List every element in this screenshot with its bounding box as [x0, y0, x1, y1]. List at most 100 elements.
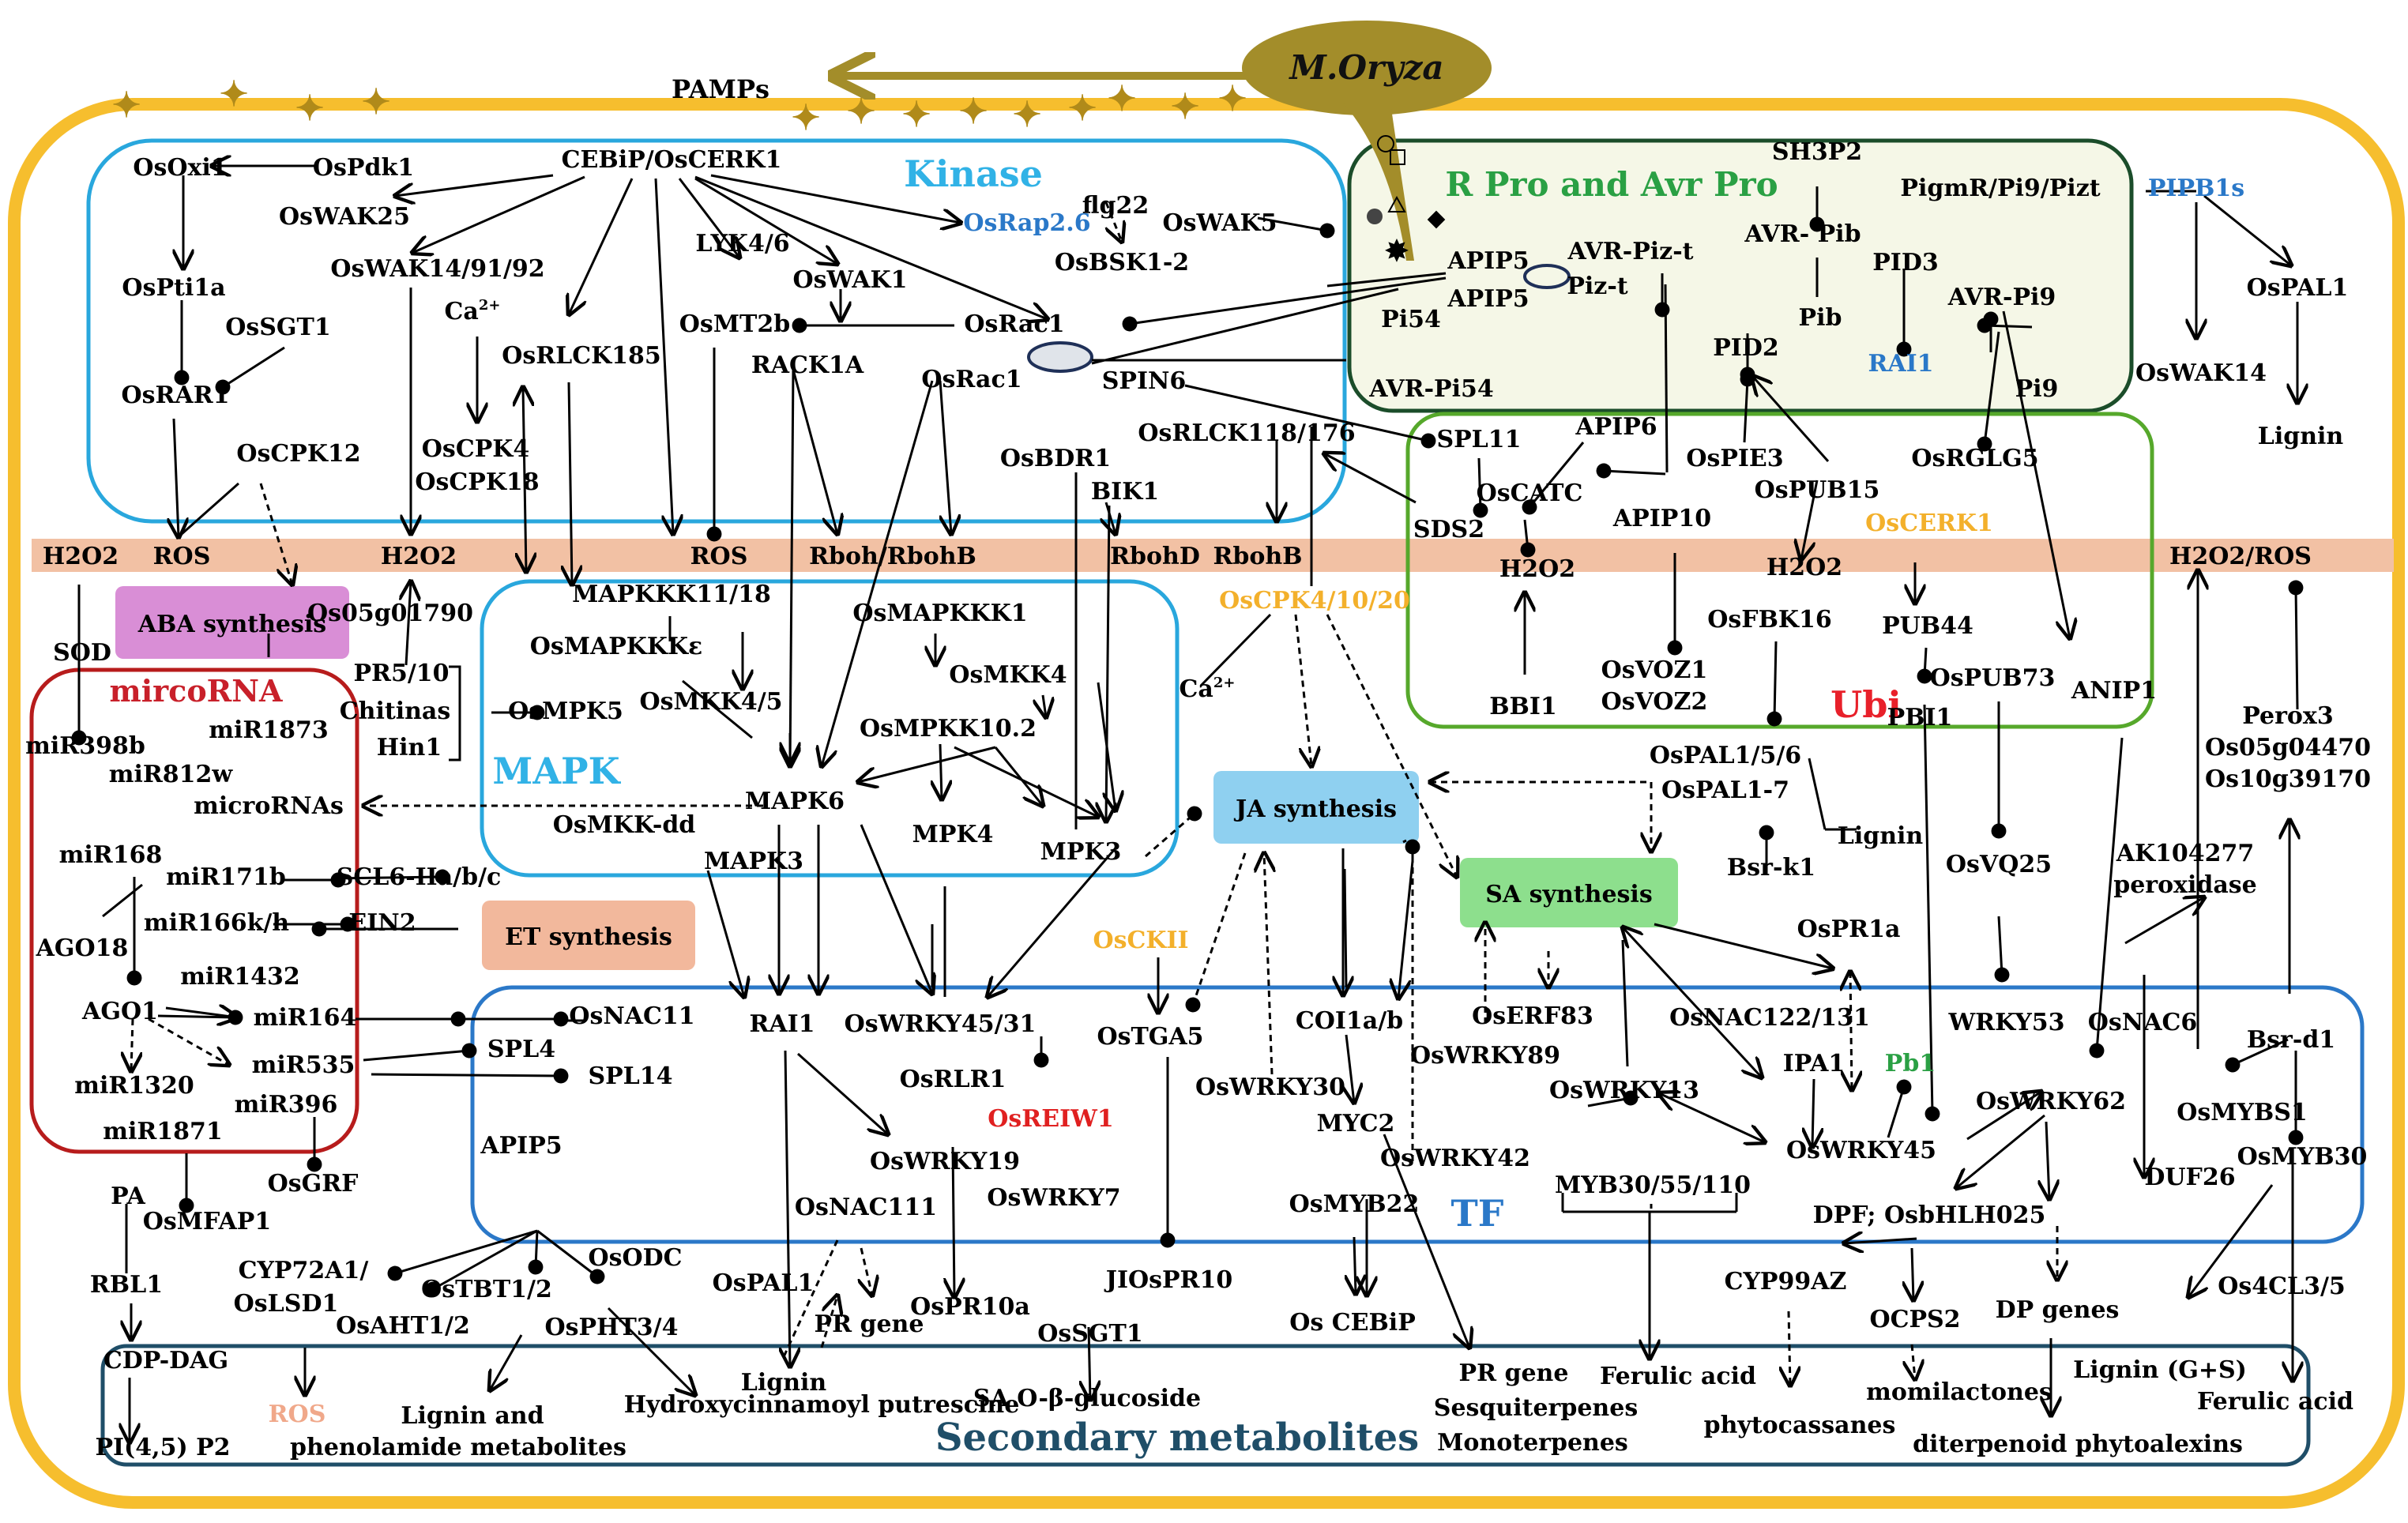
node-cyp72a1: CYP72A1/: [239, 1257, 369, 1284]
node-sa-glu: SA O-β-glucoside: [973, 1385, 1201, 1412]
node-osmapkkke: OsMAPKKKε: [530, 633, 703, 660]
svg-text:✦: ✦: [1171, 87, 1200, 127]
et-synthesis-label: ET synthesis: [505, 923, 672, 951]
node-osrlr1: OsRLR1: [900, 1066, 1006, 1093]
mapk-title: MAPK: [492, 750, 621, 792]
node-pipb1s: PIPB1s: [2148, 175, 2244, 202]
node-ostbt12: OsTBT1/2: [421, 1276, 552, 1303]
node-perox3: Perox3: [2242, 702, 2333, 730]
node-oslsd1: OsLSD1: [234, 1290, 339, 1318]
node-sod: SOD: [53, 639, 111, 667]
node-scl6: SCL6-IIa/b/c: [337, 863, 502, 891]
node-ospht34: OsPHT3/4: [545, 1314, 679, 1341]
node-pa: PA: [111, 1183, 145, 1210]
node-osmkkdd: OsMKK-dd: [553, 811, 696, 839]
node-cyp99az: CYP99AZ: [1725, 1268, 1847, 1295]
node-rack1a: RACK1A: [751, 352, 864, 379]
rpro-region: [1347, 138, 2134, 413]
node-ak104277: AK104277: [2116, 840, 2255, 867]
node-pi45p2: PI(4,5) P2: [95, 1434, 230, 1461]
node-spl11: SPL11: [1436, 426, 1521, 453]
node-bsrd1: Bsr-d1: [2247, 1026, 2335, 1054]
svg-text:✦: ✦: [959, 92, 988, 132]
svg-text:✦: ✦: [295, 88, 325, 129]
membrane-h2o2-left: H2O2: [43, 543, 119, 570]
node-oscpk4-10-20: OsCPK4/10/20: [1219, 587, 1410, 615]
node-os05g04470: Os05g04470: [2205, 734, 2371, 762]
node-rai1: RAI1: [749, 1010, 815, 1038]
ubi-region: [1405, 412, 2154, 729]
node-ein2: EIN2: [348, 909, 416, 937]
node-ca-mid: Ca2+: [1180, 675, 1236, 703]
node-jiospr10: JIOsPR10: [1104, 1266, 1233, 1294]
node-ipa1: IPA1: [1783, 1050, 1846, 1077]
node-pbi1: PBI1: [1887, 704, 1953, 731]
node-osrar1: OsRAR1: [121, 382, 229, 409]
node-mono: Monoterpenes: [1437, 1429, 1628, 1457]
node-oswrky13: OsWRKY13: [1549, 1077, 1699, 1104]
node-osrap: OsRap2.6: [963, 209, 1090, 237]
node-osrglg5: OsRGLG5: [1911, 445, 2038, 472]
membrane-ros-1: ROS: [153, 543, 211, 570]
node-osrac1-mid: OsRac1: [921, 366, 1022, 393]
pr-bracket: [449, 665, 461, 762]
node-dp-genes: DP genes: [1996, 1296, 2120, 1324]
node-ossgt1-low: OsSGT1: [1037, 1320, 1143, 1348]
node-mapkkk11: MAPKKK11/18: [572, 581, 771, 608]
node-oswak1: OsWAK1: [792, 266, 907, 294]
node-oswak25: OsWAK25: [279, 203, 410, 231]
node-apip5-b: APIP5: [1447, 285, 1529, 313]
node-spl4: SPL4: [487, 1036, 555, 1063]
ca-mid-label: Ca: [1180, 675, 1213, 703]
node-osnac111: OsNAC111: [795, 1194, 937, 1221]
membrane-ros-2: ROS: [690, 543, 748, 570]
aba-synthesis-box: [115, 586, 349, 659]
node-rai1-r: RAI1: [1868, 350, 1933, 378]
node-osreiw1: OsREIW1: [988, 1105, 1113, 1133]
node-sh3p2: SH3P2: [1772, 138, 1862, 166]
svg-text:✦: ✦: [902, 95, 931, 135]
node-avr-pizt: AVR-Piz-t: [1567, 238, 1693, 265]
node-os10g39170: Os10g39170: [2205, 765, 2371, 793]
node-osrlck118: OsRLCK118/176: [1138, 419, 1355, 447]
sa-synthesis-label: SA synthesis: [1485, 881, 1652, 908]
node-lignin-sec: Lignin: [741, 1369, 827, 1397]
node-oscebip: Os CEBiP: [1289, 1309, 1416, 1337]
node-ospr10a: OsPR10a: [910, 1293, 1030, 1321]
ja-synthesis-label: JA synthesis: [1233, 795, 1397, 823]
node-ospti1a: OsPti1a: [122, 274, 225, 302]
node-osckii: OsCKII: [1093, 927, 1188, 954]
node-oscpk18: OsCPK18: [415, 468, 539, 496]
node-oswrky4531: OsWRKY45/31: [845, 1010, 1037, 1038]
node-apip6: APIP6: [1575, 413, 1657, 441]
node-myb30: MYB30/55/110: [1555, 1171, 1751, 1199]
pathogen-label: M.Oryza: [1288, 48, 1443, 87]
node-phyto: phytocassanes: [1704, 1412, 1896, 1439]
et-synthesis-box: [482, 901, 695, 970]
node-mpk3: MPK3: [1040, 838, 1122, 866]
node-osnac11: OsNAC11: [569, 1002, 694, 1030]
node-ospub15: OsPUB15: [1755, 476, 1880, 504]
node-pub44: PUB44: [1882, 612, 1973, 640]
pamps-label: PAMPs: [672, 74, 769, 104]
node-osrac1-top: OsRac1: [964, 310, 1064, 338]
node-osmkk4: OsMKK4: [949, 661, 1067, 689]
membrane-h2o2-ros: H2O2/ROS: [2169, 543, 2312, 570]
node-oswrky45: OsWRKY45: [1786, 1137, 1936, 1164]
cell-outline: [8, 98, 2405, 1509]
membrane-band: [32, 539, 2394, 572]
node-anip1: ANIP1: [2071, 677, 2157, 705]
node-mir535: miR535: [252, 1051, 356, 1079]
node-duf26: DUF26: [2144, 1164, 2235, 1191]
node-ospal1: OsPAL1: [713, 1269, 815, 1297]
node-myc2: MYC2: [1317, 1110, 1395, 1138]
svg-text:✸: ✸: [1385, 235, 1409, 268]
node-mir168: miR168: [59, 841, 163, 869]
node-osnac6: OsNAC6: [2088, 1009, 2197, 1036]
node-lignin-mid: Lignin: [1838, 822, 1924, 850]
node-osmpk5: OsMPK5: [508, 698, 623, 725]
node-micrornas: microRNAs: [194, 792, 344, 820]
kinase-region: [86, 138, 1347, 524]
svg-text:✦: ✦: [362, 82, 391, 122]
